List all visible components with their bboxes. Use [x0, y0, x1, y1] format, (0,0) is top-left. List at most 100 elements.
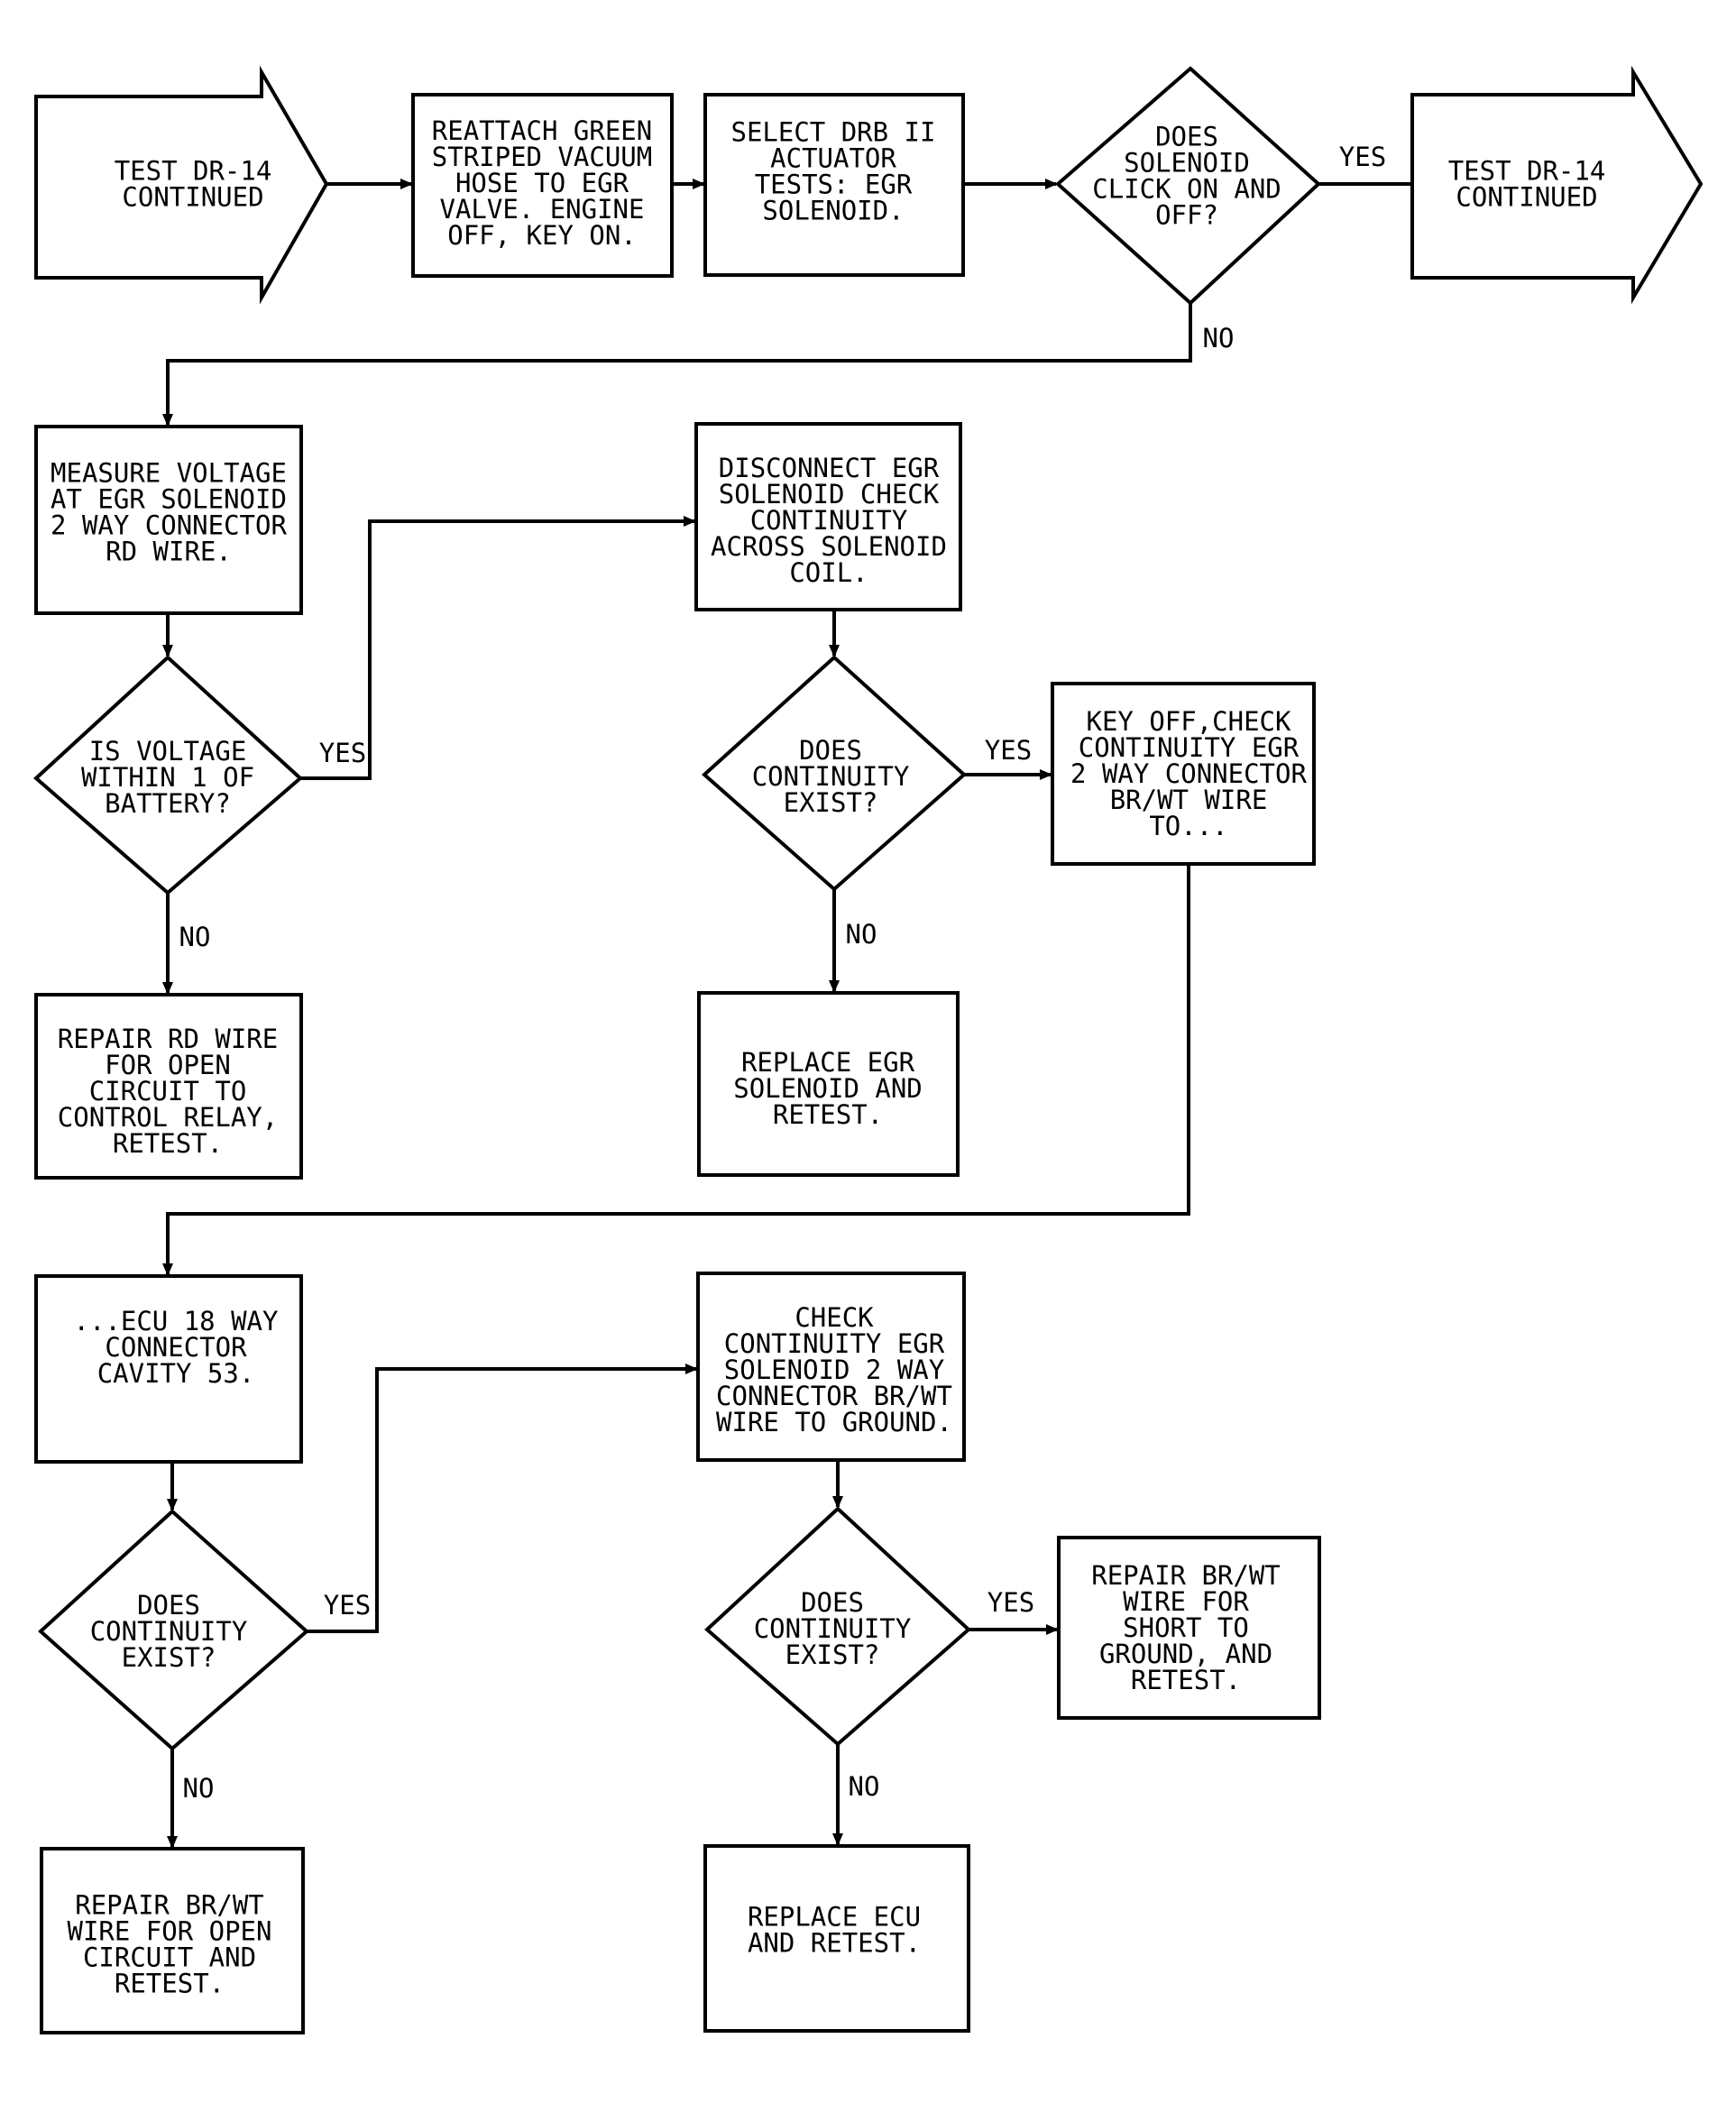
text-line: SOLENOID 2 WAY	[724, 1355, 944, 1385]
connector-voltage-yes	[300, 519, 694, 780]
text-line: RETEST.	[113, 1128, 223, 1159]
connector-solenoid-no	[166, 303, 1192, 425]
text-line: BATTERY?	[105, 788, 231, 819]
text-line: CONTINUITY	[90, 1616, 248, 1647]
continuity-2-diamond	[38, 1509, 310, 1751]
end-arrow-shape	[1410, 65, 1704, 305]
text-line: CONTINUITY EGR	[724, 1328, 945, 1359]
arrowhead-replace-ecu	[832, 1833, 843, 1846]
arrowhead-reattach	[400, 179, 413, 189]
text-line: ACROSS SOLENOID	[711, 531, 947, 562]
solenoid-no-label: NO	[1203, 323, 1235, 354]
text-line: WITHIN 1 OF	[81, 762, 254, 793]
text-line: REPAIR BR/WT	[75, 1890, 264, 1921]
solenoid-yes-label: YES	[1339, 142, 1386, 172]
text-line: AND RETEST.	[748, 1928, 921, 1959]
text-line: 2 WAY CONNECTOR	[51, 510, 287, 541]
text-line: EXIST?	[784, 787, 878, 818]
text-line: WIRE TO GROUND.	[716, 1407, 952, 1437]
text-line: ACTUATOR	[770, 143, 896, 174]
text-line: COIL.	[789, 557, 868, 588]
arrowheads	[162, 179, 1059, 1849]
text-line: GROUND, AND	[1099, 1639, 1272, 1669]
arrowhead-disconnect	[684, 516, 696, 527]
continuity-3-diamond	[704, 1506, 971, 1747]
text-line: WIRE FOR OPEN	[68, 1916, 272, 1947]
text-line: HOSE TO EGR	[455, 168, 629, 198]
ecu-cavity-box	[34, 1274, 303, 1464]
text-line: CONNECTOR	[105, 1332, 247, 1363]
arrowhead-keyoff	[1040, 769, 1052, 780]
text-line: RD WIRE.	[106, 537, 232, 567]
continuity1-yes-label: YES	[985, 735, 1032, 766]
connector-continuity2-yes	[307, 1367, 696, 1633]
text-line: CONTINUITY	[750, 505, 908, 536]
arrowhead-replace-egr	[829, 980, 840, 993]
arrowhead-select	[693, 179, 705, 189]
text-line: REPAIR RD WIRE	[58, 1024, 278, 1054]
arrowhead-continuity2	[167, 1499, 178, 1511]
text-line: SHORT TO	[1123, 1612, 1249, 1643]
text-line: REPAIR BR/WT	[1091, 1560, 1281, 1591]
continuity2-no-label: NO	[183, 1773, 215, 1804]
continuity-1-diamond	[701, 655, 968, 892]
select-drb-box	[703, 93, 965, 277]
arrowhead-repair-brwt-short	[1046, 1624, 1059, 1635]
text-line: CAVITY 53.	[97, 1358, 255, 1389]
text-line: RETEST.	[1131, 1665, 1241, 1695]
arrowhead-continuity1	[829, 645, 840, 657]
arrowhead-ecu	[162, 1263, 173, 1276]
text-line: REATTACH GREEN	[432, 115, 652, 146]
text-line: IS VOLTAGE	[89, 736, 247, 767]
text-line: BR/WT WIRE	[1110, 785, 1268, 815]
text-line: TEST DR-14	[115, 156, 272, 187]
text-line: CIRCUIT AND	[83, 1942, 256, 1973]
arrowhead-solenoid	[1045, 179, 1058, 189]
continuity2-yes-label: YES	[324, 1590, 371, 1621]
start-arrow-shape	[34, 65, 329, 305]
text-line: CONTINUITY EGR	[1079, 732, 1300, 763]
arrowhead-measure	[162, 414, 173, 427]
text-line: OFF, KEY ON.	[447, 220, 637, 251]
text-line: RETEST.	[115, 1969, 225, 1999]
measure-voltage-box	[34, 425, 303, 615]
continuity3-no-label: NO	[849, 1771, 880, 1802]
text-line: STRIPED VACUUM	[432, 142, 652, 172]
text-line: TESTS: EGR	[755, 170, 913, 200]
does-solenoid-click-diamond	[1054, 66, 1321, 306]
is-voltage-diamond	[32, 655, 304, 895]
replace-egr-solenoid-box	[697, 991, 960, 1177]
key-off-check-box	[1051, 682, 1316, 866]
text-line: DOES	[801, 1587, 864, 1618]
text-line: WIRE FOR	[1123, 1586, 1249, 1617]
text-line: KEY OFF,CHECK	[1087, 706, 1292, 737]
text-line: SOLENOID CHECK	[719, 479, 940, 510]
text-line: CONTINUITY	[754, 1613, 912, 1644]
arrowhead-continuity3	[832, 1496, 843, 1509]
repair-rd-wire-box	[34, 993, 303, 1180]
text-line: SOLENOID.	[762, 196, 904, 226]
text-line: TO...	[1149, 811, 1227, 841]
text-line: SOLENOID	[1124, 148, 1250, 179]
text-line: REPLACE EGR	[741, 1047, 915, 1078]
arrowhead-repair-rd	[162, 982, 173, 995]
text-line: MEASURE VOLTAGE	[51, 458, 287, 489]
text-line: SELECT DRB II	[731, 117, 936, 148]
text-line: CHECK	[795, 1302, 874, 1333]
continuity1-no-label: NO	[846, 919, 877, 950]
voltage-no-label: NO	[179, 922, 211, 952]
text-line: FOR OPEN	[105, 1050, 231, 1080]
